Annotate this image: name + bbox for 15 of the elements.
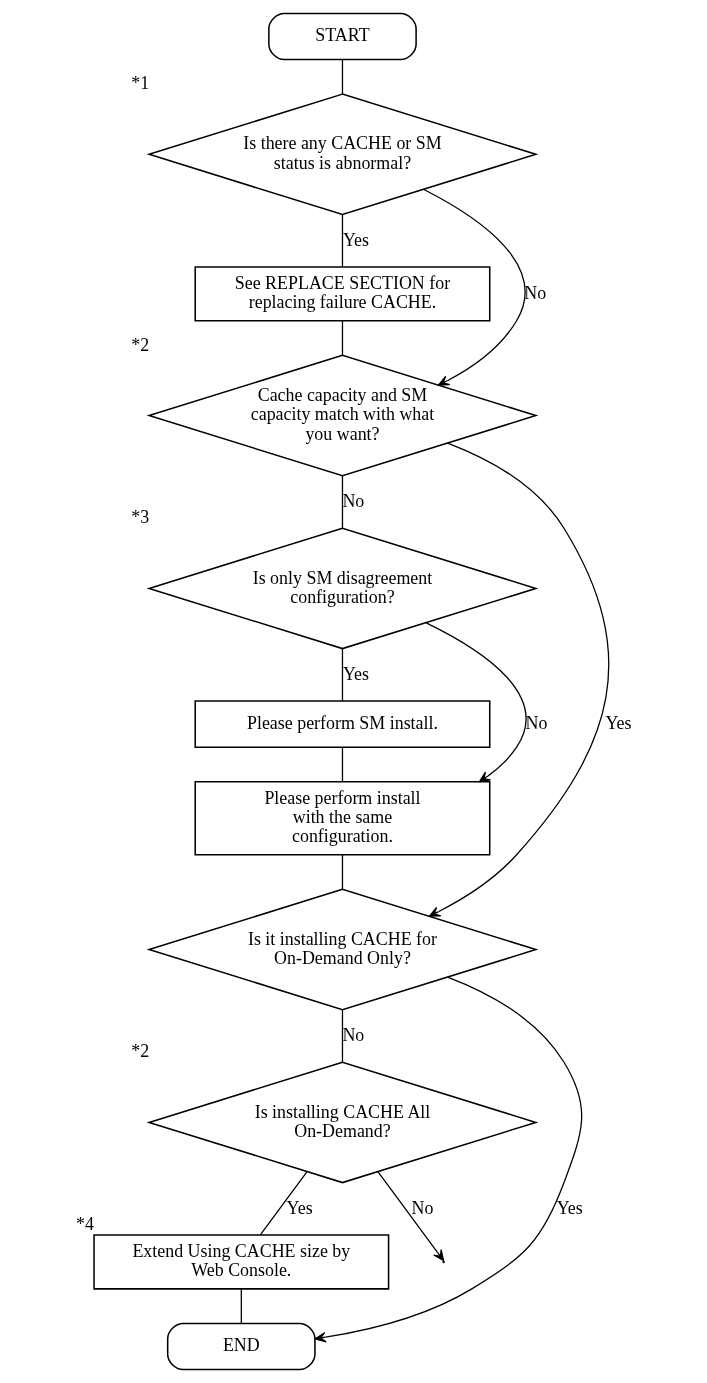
edge-label: No [341,1024,364,1045]
node-label: *1 [130,73,149,94]
node-label: *2 [130,1041,149,1062]
edge-label: No [525,712,547,733]
node-label: *3 [130,507,149,528]
edge-label: Yes [342,229,369,250]
edge-label: Yes [286,1197,313,1218]
edge-label: Yes [556,1197,583,1218]
node-label: *2 [130,334,149,355]
node-label: *4 [75,1214,94,1235]
edge-label: Yes [604,712,631,733]
edge-label: No [411,1197,433,1218]
edge-label: Yes [342,663,369,684]
edge-label: No [523,282,546,303]
edge-label: No [341,490,364,511]
